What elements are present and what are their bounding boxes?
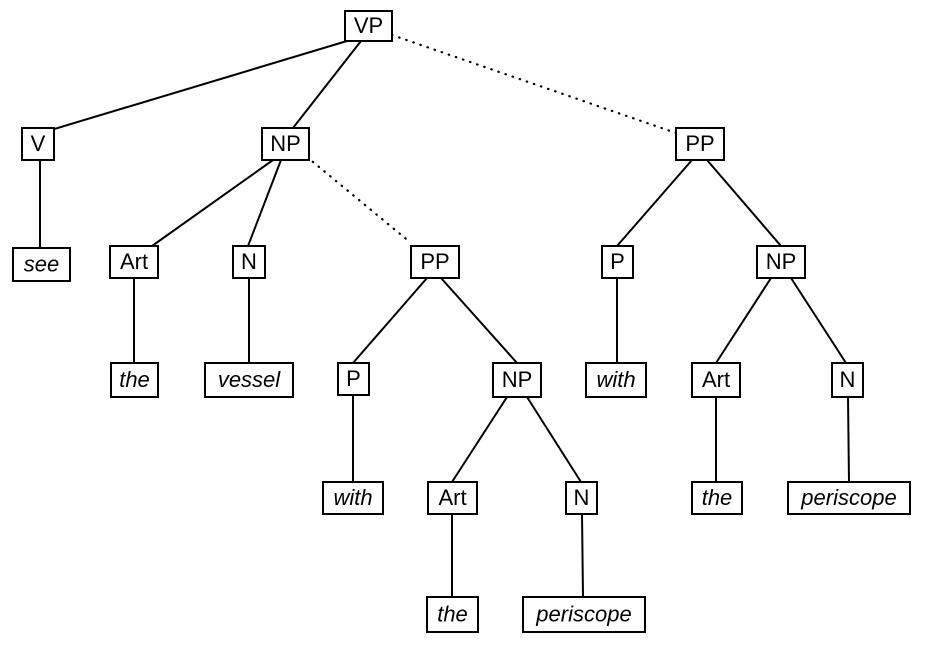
- node-box-p_right: [601, 245, 634, 279]
- node-box-the1: [110, 362, 159, 398]
- leaf-node-with_r[interactable]: with: [585, 362, 647, 398]
- tree-edge-np1-n1: [247, 159, 282, 247]
- node-box-p_mid: [337, 362, 370, 396]
- node-box-np_right: [756, 245, 806, 279]
- node-label-peri_m: periscope: [535, 601, 631, 626]
- node-box-n_r: [831, 362, 864, 398]
- node-label-vessel: vessel: [218, 367, 281, 392]
- tree-edge-vp-v: [50, 40, 348, 131]
- leaf-node-with_m[interactable]: with: [322, 481, 384, 515]
- edge-layer: [39, 33, 850, 598]
- node-label-v: V: [31, 131, 46, 156]
- tree-edge-n-right-peri: [847, 396, 850, 483]
- node-label-p_mid: P: [346, 366, 361, 391]
- tree-edge-pp-mid-p: [352, 277, 428, 364]
- node-box-with_m: [322, 481, 384, 515]
- node-label-n1: N: [241, 249, 257, 274]
- node-box-with_r: [585, 362, 647, 398]
- tree-edge-pp-mid-np: [440, 277, 518, 364]
- node-box-peri_m: [522, 596, 646, 633]
- tree-node-art1[interactable]: Art: [109, 245, 159, 279]
- node-label-art_m: Art: [438, 485, 466, 510]
- node-box-pp_right: [675, 127, 725, 161]
- node-box-see: [12, 247, 71, 282]
- leaf-node-the_m[interactable]: the: [426, 596, 479, 633]
- node-box-the_m: [426, 596, 479, 633]
- leaf-node-vessel[interactable]: vessel: [204, 362, 294, 398]
- tree-edge-pp-right-np: [706, 159, 782, 247]
- tree-node-n_r[interactable]: N: [831, 362, 864, 398]
- tree-edge-np-mid-n: [526, 396, 582, 483]
- node-box-n_m: [565, 481, 598, 515]
- tree-edge-np1-pp-mid: [305, 155, 413, 245]
- leaf-node-the_r[interactable]: the: [691, 481, 743, 515]
- node-label-n_r: N: [840, 367, 856, 392]
- node-label-np_mid: NP: [502, 367, 533, 392]
- node-label-p_right: P: [610, 249, 625, 274]
- tree-edge-n-mid-periscope: [581, 513, 584, 598]
- node-label-the_m: the: [437, 601, 468, 626]
- node-box-np1: [261, 127, 310, 161]
- node-label-art1: Art: [120, 249, 148, 274]
- tree-node-art_r[interactable]: Art: [691, 362, 741, 398]
- tree-edge-np1-art1: [151, 159, 274, 247]
- node-box-peri_r: [787, 481, 911, 515]
- tree-node-p_mid[interactable]: P: [337, 362, 370, 396]
- tree-edge-pp-right-p: [616, 159, 693, 247]
- tree-edge-np-mid-art: [451, 396, 508, 483]
- tree-edge-vp-pp-right: [390, 33, 678, 135]
- tree-edge-np-right-art: [715, 277, 772, 364]
- node-box-v: [21, 127, 55, 161]
- tree-node-p_right[interactable]: P: [601, 245, 634, 279]
- tree-node-np_mid[interactable]: NP: [492, 362, 542, 398]
- node-box-art_m: [427, 481, 478, 515]
- tree-node-vp[interactable]: VP: [344, 10, 393, 42]
- node-label-pp_right: PP: [685, 131, 714, 156]
- node-box-n1: [232, 245, 266, 279]
- node-label-with_m: with: [333, 485, 372, 510]
- leaf-node-peri_m[interactable]: periscope: [522, 596, 646, 633]
- node-box-the_r: [691, 481, 743, 515]
- leaf-node-the1[interactable]: the: [110, 362, 159, 398]
- node-label-peri_r: periscope: [800, 485, 896, 510]
- node-label-np1: NP: [270, 131, 301, 156]
- tree-node-pp_right[interactable]: PP: [675, 127, 725, 161]
- tree-node-pp_mid[interactable]: PP: [410, 245, 460, 279]
- node-box-art1: [109, 245, 159, 279]
- node-label-pp_mid: PP: [420, 249, 449, 274]
- leaf-node-peri_r[interactable]: periscope: [787, 481, 911, 515]
- node-label-with_r: with: [596, 367, 635, 392]
- node-label-np_right: NP: [766, 249, 797, 274]
- tree-node-n1[interactable]: N: [232, 245, 266, 279]
- node-label-vp: VP: [354, 13, 383, 38]
- tree-edge-np-right-n: [790, 277, 847, 364]
- tree-node-art_m[interactable]: Art: [427, 481, 478, 515]
- node-label-the_r: the: [702, 485, 733, 510]
- node-label-see: see: [24, 251, 59, 276]
- tree-node-v[interactable]: V: [21, 127, 55, 161]
- node-box-vp: [344, 10, 393, 42]
- node-box-vessel: [204, 362, 294, 398]
- node-label-the1: the: [119, 367, 150, 392]
- leaf-node-see[interactable]: see: [12, 247, 71, 282]
- node-box-art_r: [691, 362, 741, 398]
- node-box-np_mid: [492, 362, 542, 398]
- node-box-pp_mid: [410, 245, 460, 279]
- tree-edge-vp-np1: [292, 40, 362, 129]
- tree-node-np_right[interactable]: NP: [756, 245, 806, 279]
- node-label-n_m: N: [574, 485, 590, 510]
- node-label-art_r: Art: [702, 367, 730, 392]
- tree-node-n_m[interactable]: N: [565, 481, 598, 515]
- tree-node-np1[interactable]: NP: [261, 127, 310, 161]
